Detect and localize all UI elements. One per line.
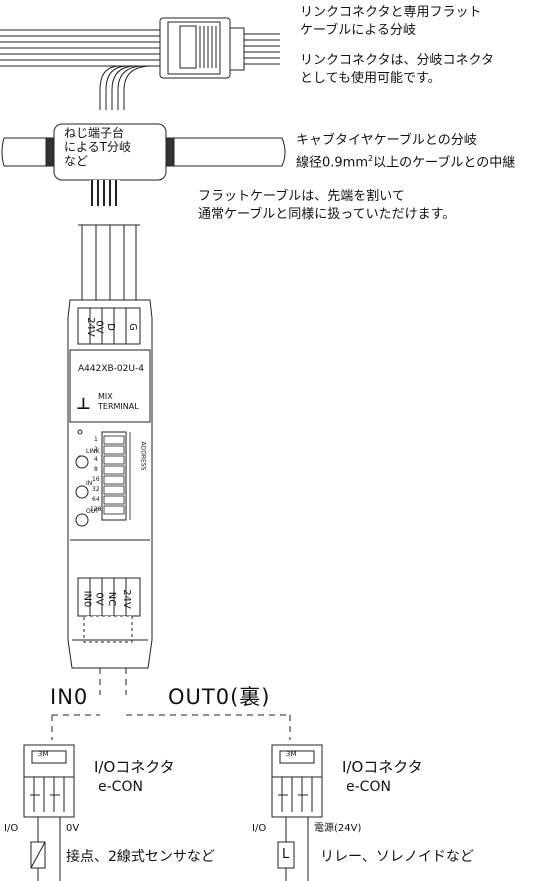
cabtyre-cable: [1, 123, 286, 206]
right-connector-subtitle: e-CON: [346, 779, 391, 795]
note-link-connector-1: リンクコネクタと専用フラット: [300, 5, 482, 20]
note-cabtyre-2: 線径0.9mm2以上のケーブルとの中継: [296, 154, 516, 171]
right-connector-title: I/Oコネクタ: [342, 758, 423, 776]
left-pin-0v: 0V: [66, 823, 80, 834]
top-terminal-g: G: [126, 323, 138, 331]
dip-1: 1: [94, 436, 98, 443]
left-connector-subtitle: e-CON: [98, 779, 143, 795]
branch-label-out0: OUT0(裏): [168, 685, 271, 709]
terminal-block-line2: によるT分岐: [64, 140, 131, 154]
link-connector: [159, 17, 245, 79]
dip-64: 64: [92, 496, 100, 503]
address-label: ADDRESS: [139, 441, 147, 471]
brand-mix: MIX: [98, 392, 113, 401]
right-device-caption: リレー、ソレノイドなど: [320, 849, 474, 865]
note-link-connector-2: ケーブルによる分岐: [300, 23, 416, 38]
left-connector-title: I/Oコネクタ: [94, 758, 175, 776]
dip-32: 32: [92, 486, 100, 493]
mix-logo-icon: ⊥: [76, 394, 91, 413]
dip-2: 2: [94, 446, 98, 453]
note-flat-cable-1: フラットケーブルは、先端を割いて: [198, 189, 405, 204]
left-device-caption: 接点、2線式センサなど: [66, 849, 215, 865]
right-pin-power: 電源(24V): [314, 823, 362, 834]
right-connector-brand: 3M: [286, 750, 297, 758]
branch-lines: [51, 668, 291, 740]
module-model: A442XB-02U-4: [78, 364, 144, 374]
brand-terminal: TERMINAL: [98, 402, 139, 411]
note-flat-cable-2: 通常ケーブルと同様に扱っていただけます。: [198, 207, 456, 222]
left-connector-brand: 3M: [38, 750, 49, 758]
module-cable-entry: [78, 224, 140, 300]
dip-128: 128: [90, 506, 102, 513]
terminal-block-line1: ねじ端子台: [64, 126, 125, 140]
left-pin-io: I/O: [4, 823, 19, 834]
bottom-terminal-24v: 24V: [120, 589, 132, 609]
led-label-in: IN: [86, 480, 93, 487]
top-terminal-d: D: [104, 323, 116, 331]
note-link-connector-4: としても使用可能です。: [300, 71, 441, 86]
left-econ-connector: [23, 744, 75, 881]
dip-16: 16: [92, 476, 100, 483]
dip-8: 8: [94, 466, 98, 473]
mix-terminal-module: [67, 299, 153, 669]
right-pin-io: I/O: [252, 823, 267, 834]
right-econ-connector: [271, 744, 323, 881]
note-cabtyre-1: キャブタイヤケーブルとの分岐: [296, 133, 477, 148]
note-link-connector-3: リンクコネクタは、分岐コネクタ: [300, 53, 494, 68]
led-label-link: LINK: [86, 448, 100, 455]
led-label-out: OUT: [86, 508, 99, 515]
terminal-block-line3: など: [64, 154, 89, 168]
relay-symbol-icon: L: [282, 847, 290, 862]
branch-label-in0: IN0: [50, 685, 89, 709]
dip-4: 4: [94, 456, 98, 463]
